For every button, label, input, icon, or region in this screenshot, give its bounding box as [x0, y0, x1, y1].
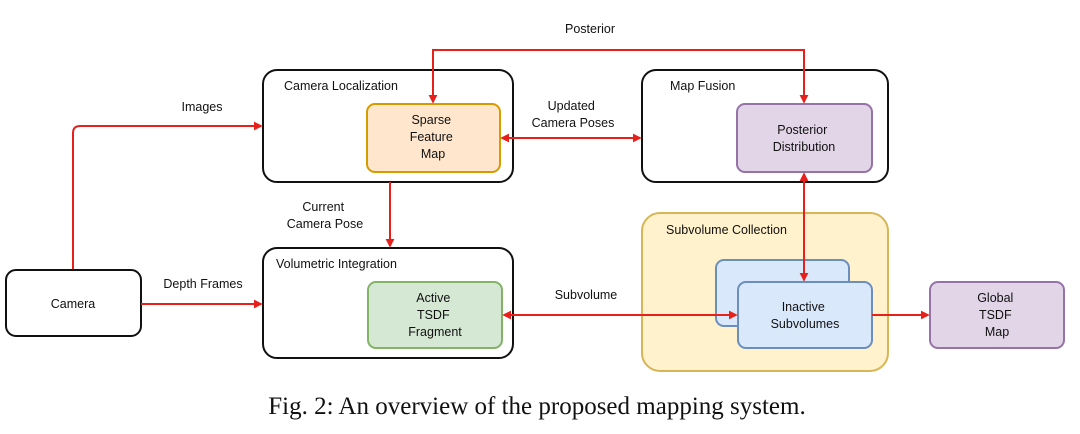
edge-label-depth-frames: Depth Frames [163, 277, 242, 291]
node-global-tsdf-map [930, 282, 1064, 348]
edge-label-posterior: Posterior [565, 22, 615, 36]
node-active-tsdf-fragment-border [367, 281, 503, 349]
node-active-tsdf-fragment-label: Active TSDF Fragment [408, 291, 462, 339]
edge-label-images: Images [182, 100, 223, 114]
node-sparse-feature-map-label: Sparse Feature Map [410, 113, 457, 161]
group-subvolume-collection-title: Subvolume Collection [666, 223, 787, 237]
node-sparse-feature-map-border [366, 103, 501, 173]
node-global-tsdf-map-border [929, 281, 1065, 349]
node-sparse-feature-map [367, 104, 500, 172]
edge-posterior [428, 49, 809, 104]
node-posterior-distribution [737, 104, 872, 172]
node-active-tsdf-fragment [368, 282, 502, 348]
group-subvolume-collection-border [641, 212, 889, 372]
edge-label-updated-camera-poses: Updated Camera Poses [532, 99, 615, 130]
group-map-fusion-title: Map Fusion [670, 79, 735, 93]
group-volumetric-integration-title: Volumetric Integration [276, 257, 397, 271]
edge-images [72, 121, 263, 269]
node-camera-label: Camera [51, 297, 96, 311]
edge-label-subvolume: Subvolume [555, 288, 618, 302]
edges [72, 49, 930, 320]
node-posterior-distribution-border [736, 103, 873, 173]
node-global-tsdf-map-label: Global TSDF Map [977, 291, 1017, 339]
edge-label-current-camera-pose: Current Camera Pose [287, 200, 363, 231]
node-inactive-subvolumes-label: Inactive Subvolumes [771, 300, 840, 331]
node-inactive-subvolumes [738, 282, 872, 348]
node-posterior-distribution-label: Posterior Distribution [773, 123, 836, 154]
group-camera-localization-title: Camera Localization [284, 79, 398, 93]
figure-caption: Fig. 2: An overview of the proposed mapp… [268, 393, 805, 420]
